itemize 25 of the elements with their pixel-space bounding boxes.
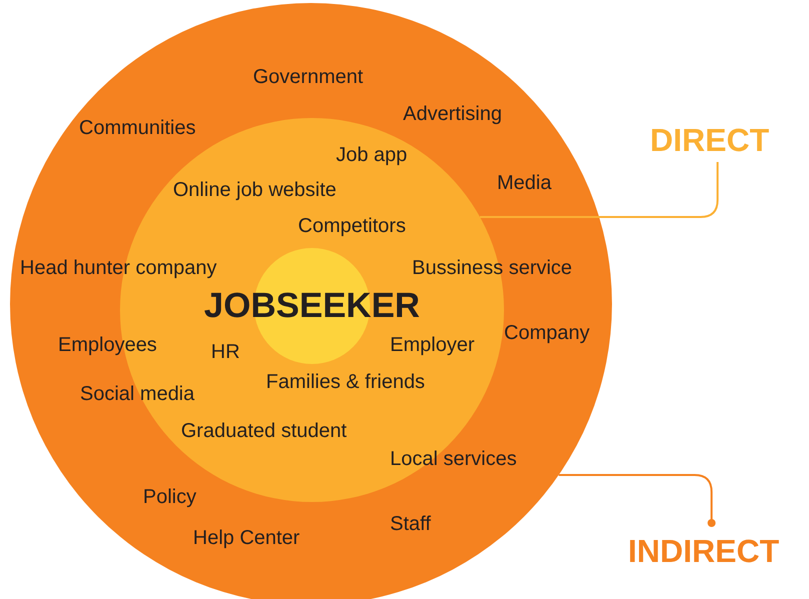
stakeholder-label: Government <box>253 66 364 89</box>
center-title: JOBSEEKER <box>204 286 420 326</box>
stakeholder-label: Advertising <box>403 103 502 126</box>
leader-line <box>480 162 719 218</box>
category-label: INDIRECT <box>628 533 780 569</box>
stakeholder-label: Employees <box>58 334 157 357</box>
stakeholder-label: Graduated student <box>181 420 347 443</box>
stakeholder-label: Competitors <box>298 215 406 238</box>
stakeholder-label: Employer <box>390 334 474 357</box>
stakeholder-label: Communities <box>79 117 196 140</box>
stakeholder-label: Local services <box>390 448 517 471</box>
stakeholder-label: Staff <box>390 513 431 536</box>
stakeholder-label: Help Center <box>193 527 300 550</box>
leader-line <box>558 474 716 527</box>
stakeholder-label: Head hunter company <box>20 257 217 280</box>
stakeholder-label: HR <box>211 341 240 364</box>
stakeholder-label: Bussiness service <box>412 257 572 280</box>
stakeholder-label: Policy <box>143 486 196 509</box>
stakeholder-label: Job app <box>336 144 408 167</box>
category-label: DIRECT <box>650 122 770 158</box>
stakeholder-label: Online job website <box>173 179 336 202</box>
stakeholder-label: Company <box>504 322 590 345</box>
stakeholder-label: Families & friends <box>266 371 425 394</box>
stakeholder-label: Media <box>497 172 552 195</box>
stakeholder-label: Social media <box>80 383 195 406</box>
